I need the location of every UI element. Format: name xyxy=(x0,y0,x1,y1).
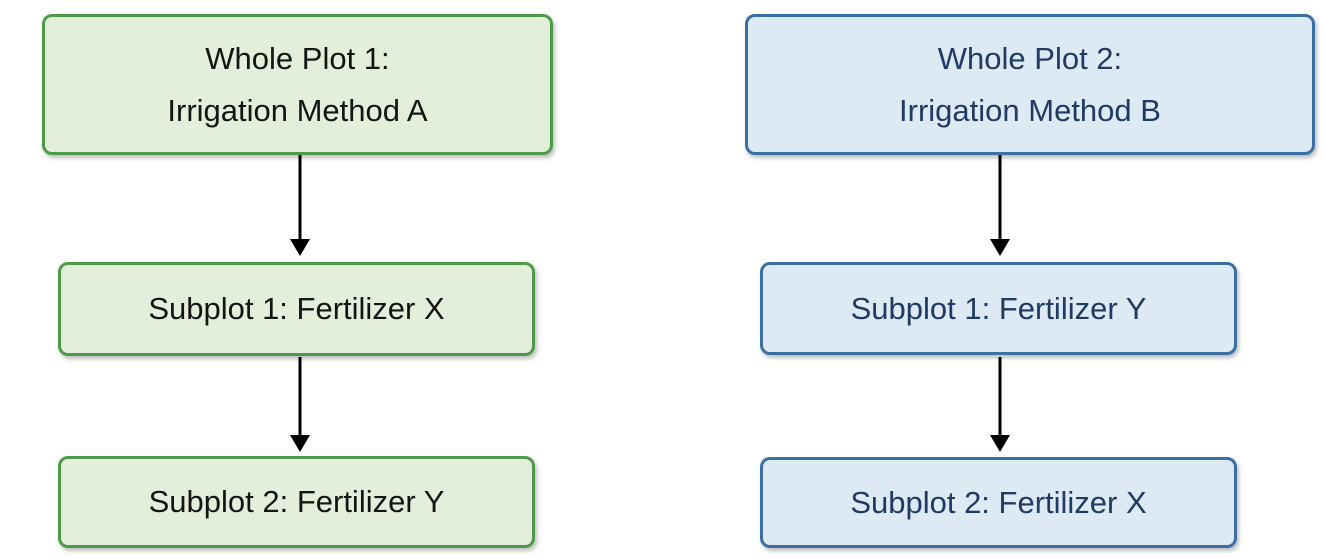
plot1-subplot-2-label: Subplot 2: Fertilizer Y xyxy=(148,484,445,519)
plot1-subplot-1-box: Subplot 1: Fertilizer X xyxy=(58,262,535,356)
arrow-down-icon xyxy=(289,357,311,452)
plot1-subplot-1-label: Subplot 1: Fertilizer X xyxy=(148,291,445,326)
arrow-shaft xyxy=(998,155,1002,241)
arrow-head xyxy=(990,239,1010,256)
plot2-subplot-2-label: Subplot 2: Fertilizer X xyxy=(850,484,1147,520)
whole-plot-2-box: Whole Plot 2: Irrigation Method B xyxy=(745,14,1315,155)
plot1-subplot-2-box: Subplot 2: Fertilizer Y xyxy=(58,456,535,548)
whole-plot-1-box: Whole Plot 1: Irrigation Method A xyxy=(42,14,553,155)
arrow-head xyxy=(290,239,310,256)
whole-plot-2-line1: Whole Plot 2: xyxy=(937,40,1123,76)
plot2-subplot-2-box: Subplot 2: Fertilizer X xyxy=(760,457,1237,548)
arrow-head xyxy=(990,435,1010,452)
arrow-shaft xyxy=(998,357,1002,437)
arrow-head xyxy=(290,435,310,452)
arrow-shaft xyxy=(298,357,302,437)
whole-plot-2-label: Whole Plot 2: Irrigation Method B xyxy=(899,33,1161,137)
whole-plot-1-line2: Irrigation Method A xyxy=(167,92,428,128)
whole-plot-2-line2: Irrigation Method B xyxy=(899,92,1161,128)
whole-plot-1-line1: Whole Plot 1: xyxy=(205,40,390,76)
plot2-subplot-1-box: Subplot 1: Fertilizer Y xyxy=(760,262,1237,355)
arrow-down-icon xyxy=(989,357,1011,452)
whole-plot-1-label: Whole Plot 1: Irrigation Method A xyxy=(167,33,427,137)
plot2-subplot-1-label: Subplot 1: Fertilizer Y xyxy=(850,290,1147,326)
arrow-down-icon xyxy=(989,155,1011,256)
arrow-down-icon xyxy=(289,155,311,256)
arrow-shaft xyxy=(298,155,302,241)
